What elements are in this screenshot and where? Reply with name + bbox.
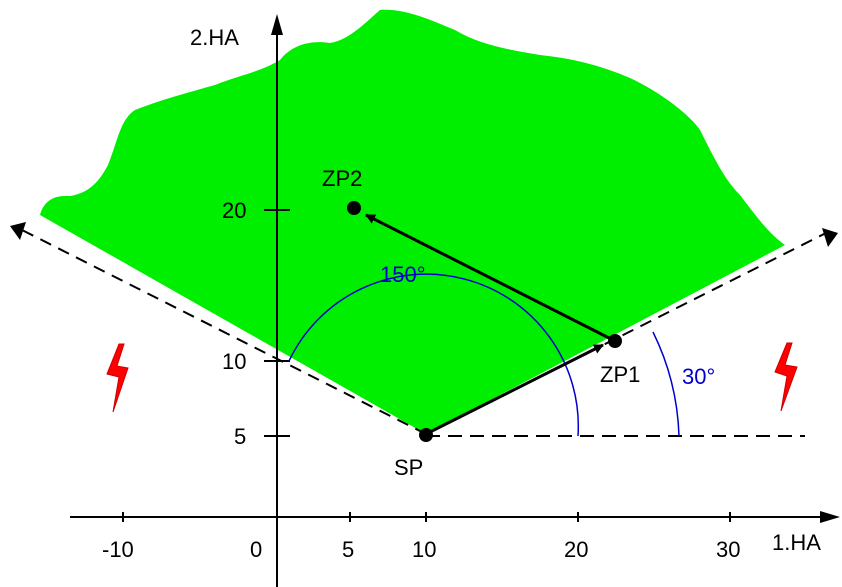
x-tick-label: 10	[412, 537, 436, 562]
point-zp1	[608, 334, 622, 348]
point-label-sp: SP	[394, 455, 423, 480]
x-tick-label: -10	[102, 537, 134, 562]
point-label-zp1: ZP1	[600, 362, 640, 387]
x-axis-label: 1.HA	[772, 530, 821, 555]
y-axis-arrowhead	[271, 14, 283, 35]
y-tick-label: 20	[222, 198, 246, 223]
point-zp2	[347, 201, 361, 215]
x-axis-arrowhead	[820, 511, 840, 523]
vector-zp1-zp2	[365, 213, 616, 343]
x-tick-label: 0	[250, 537, 262, 562]
boundary-right-arrowhead	[822, 228, 838, 247]
x-tick-label: 5	[342, 537, 354, 562]
point-sp	[419, 428, 433, 442]
feasible-region	[40, 9, 785, 435]
angle-arc-30	[652, 331, 680, 437]
x-tick-label: 30	[716, 537, 740, 562]
boundary-left-arrowhead	[10, 222, 26, 240]
boundary-right	[425, 231, 829, 435]
point-label-zp2: ZP2	[322, 166, 362, 191]
boundary-left	[17, 227, 427, 435]
y-tick-label: 10	[222, 349, 246, 374]
y-tick-label: 5	[234, 424, 246, 449]
angle-arc-150	[288, 273, 580, 437]
lightning-bolt-icon	[106, 343, 129, 413]
angle-label-30: 30°	[682, 364, 715, 389]
vector-sp-zp1	[425, 343, 604, 436]
y-axis-label: 2.HA	[190, 25, 239, 50]
lightning-bolt-icon	[774, 342, 798, 412]
x-tick-label: 20	[564, 537, 588, 562]
angle-label-150: 150°	[380, 262, 426, 287]
